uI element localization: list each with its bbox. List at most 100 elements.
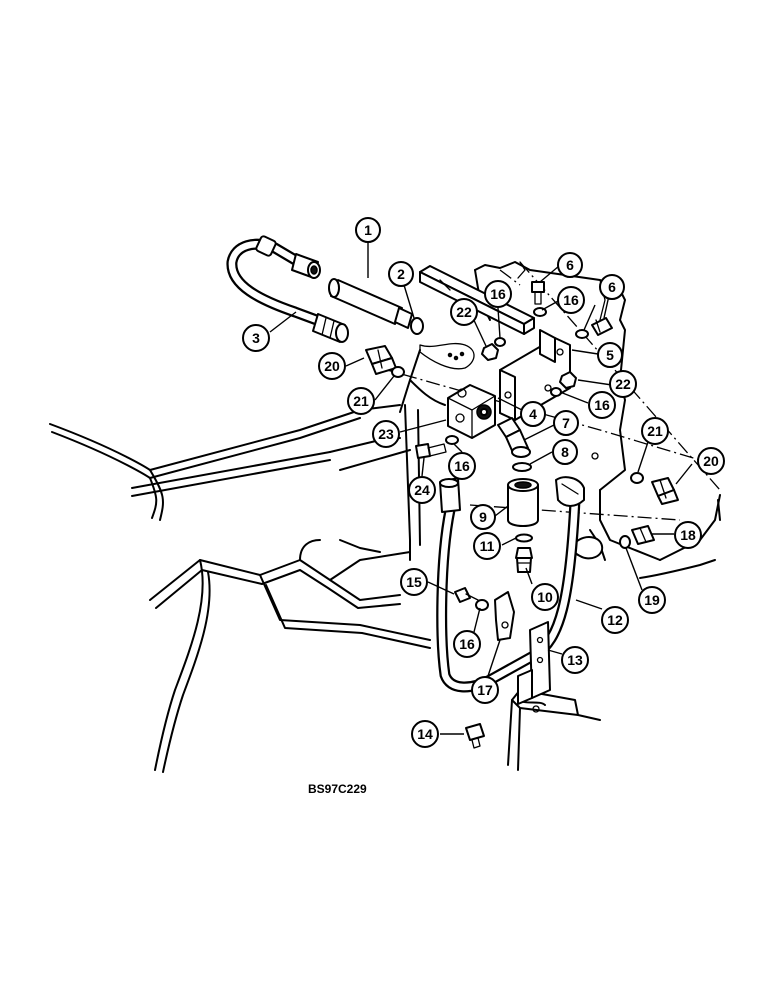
callout-14: 14 bbox=[411, 720, 439, 748]
callout-13-label: 13 bbox=[567, 652, 583, 668]
callout-21-left-label: 21 bbox=[353, 393, 369, 409]
bolt-14 bbox=[465, 723, 485, 749]
callout-16-d-label: 16 bbox=[454, 458, 470, 474]
hose-ghost bbox=[419, 342, 475, 370]
callout-11-label: 11 bbox=[480, 538, 495, 554]
callout-16-c: 16 bbox=[588, 391, 616, 419]
figure-code: BS97C229 bbox=[308, 782, 367, 796]
callout-16-b-label: 16 bbox=[563, 292, 579, 308]
fitting-18 bbox=[631, 525, 655, 545]
nut-22-left bbox=[481, 343, 499, 361]
o-ring-21-right bbox=[630, 472, 644, 484]
callout-1-label: 1 bbox=[364, 222, 372, 238]
callout-16-a-label: 16 bbox=[490, 286, 506, 302]
callout-22-left-label: 22 bbox=[456, 304, 472, 320]
o-ring-2 bbox=[410, 317, 424, 335]
callout-12-label: 12 bbox=[607, 612, 623, 628]
elbow-fitting-7 bbox=[497, 417, 531, 458]
connector-20-right bbox=[651, 477, 679, 505]
callout-20-left: 20 bbox=[318, 352, 346, 380]
callout-16-b: 16 bbox=[557, 286, 585, 314]
washer-16-clamp bbox=[475, 599, 489, 611]
o-ring-8 bbox=[512, 462, 532, 472]
callout-13: 13 bbox=[561, 646, 589, 674]
callout-22-left: 22 bbox=[450, 298, 478, 326]
callout-3: 3 bbox=[242, 324, 270, 352]
callout-7-label: 7 bbox=[562, 415, 570, 431]
filter-canister-9 bbox=[507, 478, 539, 527]
callout-21-left: 21 bbox=[347, 387, 375, 415]
callout-16-a: 16 bbox=[484, 280, 512, 308]
o-ring-19 bbox=[619, 535, 631, 549]
callout-12: 12 bbox=[601, 606, 629, 634]
callout-4-label: 4 bbox=[529, 406, 537, 422]
washer-16-mid bbox=[550, 387, 562, 397]
callout-8: 8 bbox=[552, 439, 578, 465]
bolt-6-upper bbox=[531, 281, 545, 305]
callout-6-upper: 6 bbox=[557, 252, 583, 278]
callout-23: 23 bbox=[372, 420, 400, 448]
callout-17: 17 bbox=[471, 676, 499, 704]
callout-21-right-label: 21 bbox=[647, 423, 663, 439]
callout-9-label: 9 bbox=[479, 509, 487, 525]
washer-16-right bbox=[575, 329, 589, 339]
callout-8-label: 8 bbox=[561, 444, 569, 460]
valve-block bbox=[447, 384, 496, 439]
callout-22-right: 22 bbox=[609, 370, 637, 398]
callout-6-upper-label: 6 bbox=[566, 257, 574, 273]
washer-16-left bbox=[494, 337, 506, 347]
callout-16-e: 16 bbox=[453, 630, 481, 658]
callout-20-right-label: 20 bbox=[703, 453, 719, 469]
callout-6-right-label: 6 bbox=[608, 279, 616, 295]
callout-16-d: 16 bbox=[448, 452, 476, 480]
connector-20-left bbox=[365, 345, 397, 375]
callout-11: 11 bbox=[473, 532, 501, 560]
o-ring-11 bbox=[515, 533, 533, 543]
callout-2: 2 bbox=[388, 261, 414, 287]
callout-1: 1 bbox=[355, 217, 381, 243]
callout-10: 10 bbox=[531, 583, 559, 611]
callout-23-label: 23 bbox=[378, 426, 394, 442]
callout-10-label: 10 bbox=[537, 589, 553, 605]
callout-19-label: 19 bbox=[644, 592, 660, 608]
clamp-17 bbox=[494, 591, 515, 641]
bracket-13 bbox=[517, 621, 551, 705]
callout-17-label: 17 bbox=[477, 682, 493, 698]
bolt-15 bbox=[454, 587, 479, 603]
callout-14-label: 14 bbox=[417, 726, 433, 742]
fitting-10 bbox=[515, 547, 533, 573]
upper-mounting-plate bbox=[379, 261, 721, 579]
callout-2-label: 2 bbox=[397, 266, 405, 282]
hose-assembly-3 bbox=[226, 235, 349, 343]
bolt-24 bbox=[415, 443, 447, 459]
callout-16-c-label: 16 bbox=[594, 397, 610, 413]
callout-20-right: 20 bbox=[697, 447, 725, 475]
callout-19: 19 bbox=[638, 586, 666, 614]
leader-lines bbox=[269, 241, 693, 735]
adapter-tube-1 bbox=[328, 278, 413, 329]
o-ring-21-left bbox=[391, 366, 405, 378]
callout-6-right: 6 bbox=[599, 274, 625, 300]
callout-18: 18 bbox=[674, 521, 702, 549]
callout-22-right-label: 22 bbox=[615, 376, 631, 392]
callout-21-right: 21 bbox=[641, 417, 669, 445]
nut-22-right bbox=[559, 371, 577, 389]
callout-24-label: 24 bbox=[414, 482, 430, 498]
callout-4: 4 bbox=[520, 401, 546, 427]
callout-16-e-label: 16 bbox=[459, 636, 475, 652]
bolt-6-right bbox=[591, 317, 613, 336]
callout-9: 9 bbox=[470, 504, 496, 530]
callout-15: 15 bbox=[400, 568, 428, 596]
callout-5-label: 5 bbox=[606, 347, 614, 363]
callout-15-label: 15 bbox=[406, 574, 422, 590]
callout-7: 7 bbox=[553, 410, 579, 436]
callout-3-label: 3 bbox=[252, 330, 260, 346]
callout-20-left-label: 20 bbox=[324, 358, 340, 374]
callout-18-label: 18 bbox=[680, 527, 696, 543]
callout-5: 5 bbox=[597, 342, 623, 368]
callout-24: 24 bbox=[408, 476, 436, 504]
washer-16-valve bbox=[445, 435, 459, 445]
hose-assembly-12 bbox=[436, 476, 585, 693]
